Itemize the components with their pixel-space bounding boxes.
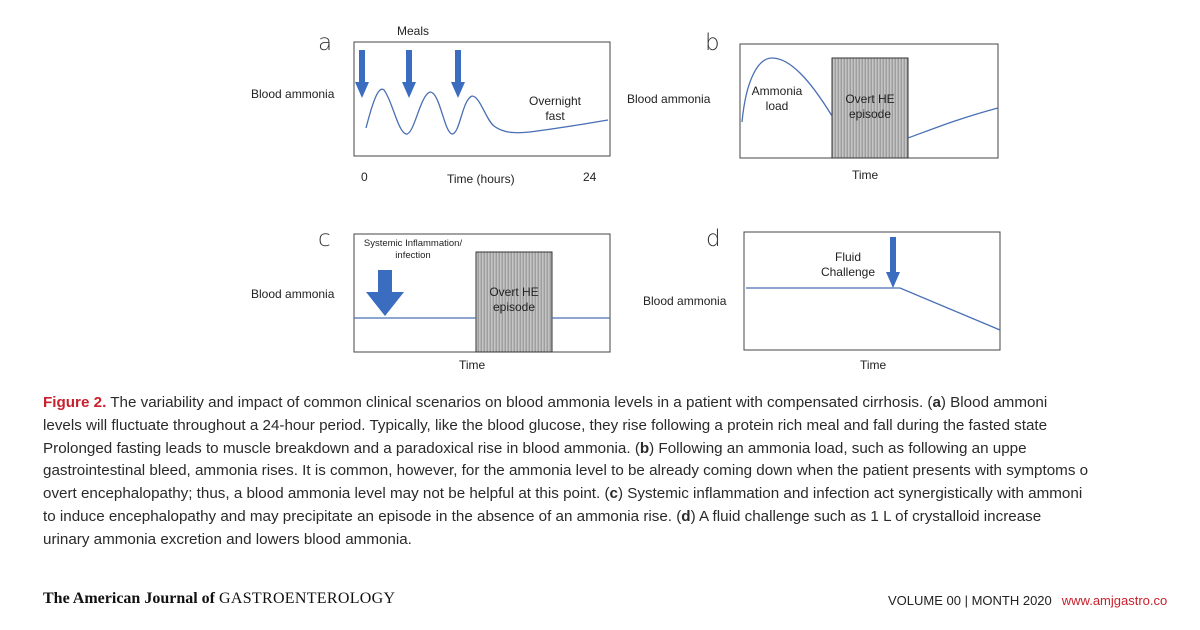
panel-c-box-label: Overt HE episode bbox=[489, 285, 539, 314]
panel-d-y-label: Blood ammonia bbox=[643, 294, 727, 308]
journal-title: The American Journal of GASTROENTEROLOGY bbox=[43, 590, 396, 607]
panel-a-x-label: Time (hours) bbox=[447, 172, 515, 186]
meal-arrow-1 bbox=[355, 50, 369, 98]
panel-b-y-label: Blood ammonia bbox=[627, 92, 711, 106]
panel-d-frame bbox=[743, 231, 1001, 351]
panel-b-box-label: Overt HE episode bbox=[845, 92, 895, 121]
figure-caption: Figure 2. The variability and impact of … bbox=[43, 394, 1089, 548]
journal-issue: VOLUME 00 | MONTH 2020 www.amjgastro.co bbox=[888, 593, 1167, 608]
figure-label: Figure 2. bbox=[43, 394, 107, 411]
panel-a-annotation: Overnight fast bbox=[528, 94, 582, 123]
panel-a-top-label: Meals bbox=[397, 24, 430, 38]
panel-c-annotation: Systemic Inflammation/ infection bbox=[363, 238, 463, 261]
meal-arrow-3 bbox=[451, 50, 465, 98]
panel-c-y-label: Blood ammonia bbox=[251, 287, 335, 301]
panel-b-x-label: Time bbox=[852, 168, 879, 182]
fluid-arrow bbox=[886, 237, 900, 288]
panel-b-curve-after bbox=[907, 107, 999, 139]
panel-a-x-start: 0 bbox=[361, 170, 368, 184]
panel-a-curve bbox=[365, 88, 609, 135]
panel-a-y-label: Blood ammonia bbox=[251, 87, 335, 101]
panel-d-curve bbox=[746, 287, 1001, 331]
panel-b-letter: b bbox=[705, 30, 720, 56]
panel-b-curve bbox=[741, 57, 833, 123]
panel-c-he-box bbox=[475, 251, 553, 353]
volume-month: VOLUME 00 | MONTH 2020 bbox=[888, 593, 1052, 608]
panel-b-annotation: Ammonia load bbox=[751, 84, 803, 113]
panel-a-frame bbox=[353, 41, 611, 157]
panel-d-annotation: Fluid Challenge bbox=[820, 250, 876, 279]
figure-graphics bbox=[353, 41, 1001, 353]
panel-c-letter: c bbox=[318, 226, 331, 252]
panel-c-x-label: Time bbox=[459, 358, 486, 372]
panel-b-he-box bbox=[831, 57, 909, 159]
figure-2: a Meals Blood ammonia Overnight fast 0 T… bbox=[251, 24, 1001, 372]
panel-d-letter: d bbox=[706, 226, 721, 252]
panel-a-letter: a bbox=[318, 30, 333, 56]
journal-url[interactable]: www.amjgastro.co bbox=[1061, 593, 1168, 608]
panel-d-x-label: Time bbox=[860, 358, 887, 372]
panel-a-x-end: 24 bbox=[583, 170, 597, 184]
meal-arrow-2 bbox=[402, 50, 416, 98]
inflammation-arrow bbox=[366, 270, 404, 316]
